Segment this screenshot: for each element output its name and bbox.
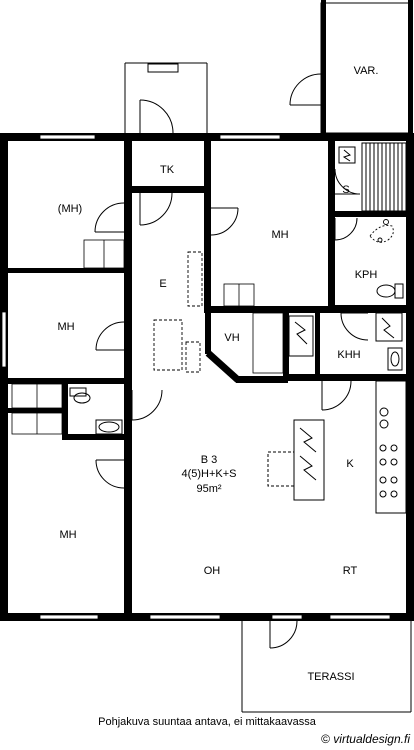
credit-text: virtualdesign.fi [333, 732, 410, 746]
vh-shelves [252, 312, 284, 374]
kitchen-island-icon [267, 419, 325, 501]
label-mh-bottom: MH [59, 529, 76, 541]
wardrobes [11, 239, 255, 435]
washing-machine-icon [288, 315, 314, 357]
copyright-symbol: © [321, 732, 330, 746]
toilet-icon [376, 283, 404, 299]
label-unit-name: B 3 [201, 454, 218, 466]
room-labels: VAR. TK (MH) S MH KPH E MH VH KHH B 3 4(… [57, 65, 378, 683]
balcony-outline [124, 62, 208, 133]
vh-diagonal-wall [205, 350, 241, 383]
label-mh-mid: MH [57, 321, 74, 333]
label-unit-area: 95m² [196, 483, 221, 495]
label-e: E [159, 278, 166, 290]
khh-sink-icon [387, 347, 403, 371]
label-oh: OH [204, 565, 221, 577]
doors [94, 73, 369, 649]
label-mh-right: MH [271, 229, 288, 241]
label-tk: TK [160, 164, 175, 176]
shower-icon [369, 219, 394, 243]
kitchen-counter [375, 380, 407, 514]
label-k: K [346, 458, 354, 470]
windows [1, 134, 391, 620]
hall-dashed-storage [153, 251, 203, 373]
label-s: S [342, 184, 349, 196]
wc-toilet-icon [69, 387, 91, 404]
label-kph: KPH [355, 269, 378, 281]
credit: © virtualdesign.fi [321, 732, 410, 746]
sauna-stove-icon [338, 146, 356, 164]
sauna-benches [361, 142, 407, 212]
dryer-icon [375, 312, 403, 342]
label-mh-top: (MH) [58, 203, 82, 215]
label-terassi: TERASSI [307, 671, 354, 683]
label-unit-type: 4(5)H+K+S [181, 468, 236, 480]
wc-sink-icon [95, 419, 123, 435]
terrace-outline [241, 620, 412, 713]
label-vh: VH [224, 332, 239, 344]
label-var: VAR. [354, 65, 379, 77]
label-khh: KHH [337, 349, 360, 361]
label-rt: RT [343, 565, 358, 577]
plan-disclaimer: Pohjakuva suuntaa antava, ei mittakaavas… [98, 716, 316, 728]
